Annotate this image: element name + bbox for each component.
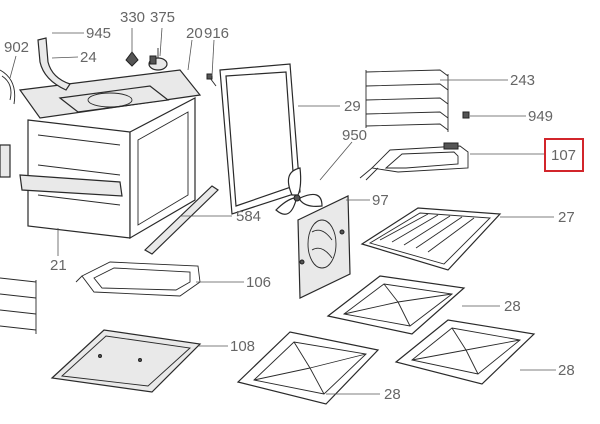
- callout-902: 902: [4, 39, 29, 56]
- callout-20: 20: [186, 25, 203, 42]
- callout-97: 97: [372, 192, 389, 209]
- callout-949: 949: [528, 108, 553, 125]
- callout-330: 330: [120, 9, 145, 26]
- part-945-tube: [37, 37, 71, 91]
- callout-584: 584: [236, 208, 261, 225]
- leader-lines: [9, 27, 556, 395]
- callout-916: 916: [204, 25, 229, 42]
- callout-21: 21: [50, 257, 67, 274]
- callout-29: 29: [344, 98, 361, 115]
- callout-24: 24: [80, 49, 97, 66]
- left-shelf-fragment: [0, 277, 37, 334]
- part-375-lamp: [148, 48, 168, 71]
- part-916-screw: [206, 73, 217, 87]
- callout-950: 950: [342, 127, 367, 144]
- part-29-door-seal: [219, 63, 301, 215]
- part-584-side-rail: [144, 185, 219, 255]
- left-edge-fragments: [0, 69, 16, 178]
- callout-107: 107: [551, 147, 576, 164]
- part-27-wire-rack: [360, 207, 502, 271]
- callout-labels: 945 330 375 20 916 902 24 29 243 949 950…: [4, 9, 576, 403]
- part-949-clip: [462, 111, 470, 119]
- callout-108: 108: [230, 338, 255, 355]
- callout-243: 243: [510, 72, 535, 89]
- callout-27: 27: [558, 209, 575, 226]
- callout-28-right: 28: [558, 362, 575, 379]
- callout-106: 106: [246, 274, 271, 291]
- callout-28-upper: 28: [504, 298, 521, 315]
- highlight-box-107: [544, 138, 584, 172]
- part-106-lower-element: [75, 261, 201, 297]
- oven-cavity-body: [18, 69, 202, 240]
- callout-945: 945: [86, 25, 111, 42]
- part-950-fan-blade: [275, 167, 323, 215]
- part-108-lower-panel: [50, 329, 202, 393]
- callout-28-middle: 28: [384, 386, 401, 403]
- part-107-heating-element: [359, 142, 469, 181]
- part-28-tray-bottom-middle: [236, 331, 380, 405]
- part-28-tray-bottom-right: [394, 319, 536, 385]
- part-28-tray-upper: [326, 275, 466, 335]
- part-330-fitting: [125, 51, 139, 67]
- part-243-shelf-runners: [365, 69, 449, 132]
- part-97-rear-cover: [297, 195, 351, 299]
- callout-375: 375: [150, 9, 175, 26]
